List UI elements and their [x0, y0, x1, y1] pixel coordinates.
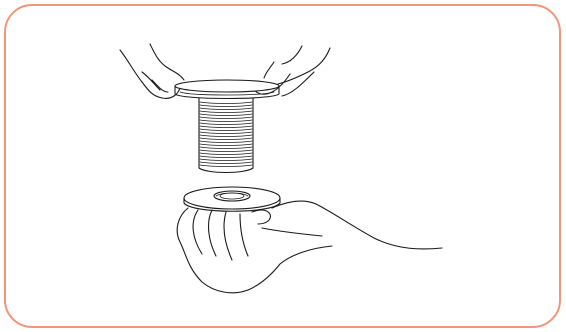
thread-line [200, 132, 252, 134]
thread-line [200, 165, 252, 167]
thread-line [200, 102, 252, 104]
thread-line [200, 162, 252, 164]
thread-line [200, 147, 252, 149]
illustration-frame [4, 4, 561, 328]
thread-line [200, 159, 252, 161]
thread-line [200, 120, 252, 122]
thread-line [200, 108, 252, 110]
thread-line [200, 150, 252, 152]
thread-line [200, 129, 252, 131]
flange-ring [175, 80, 279, 99]
threaded-drain-body [199, 98, 253, 173]
thread-line [200, 111, 252, 113]
thread-line [200, 156, 252, 158]
thread-line [200, 144, 252, 146]
lower-hand [177, 201, 442, 293]
thread-line [200, 114, 252, 116]
thread-line [200, 117, 252, 119]
drain-install-illustration [6, 6, 559, 326]
thread-line [200, 141, 252, 143]
thread-line [200, 123, 252, 125]
thread-line [200, 105, 252, 107]
washer [184, 187, 280, 211]
thread-line [200, 126, 252, 128]
thread-line [200, 153, 252, 155]
thread-line [200, 138, 252, 140]
thread-line [200, 135, 252, 137]
